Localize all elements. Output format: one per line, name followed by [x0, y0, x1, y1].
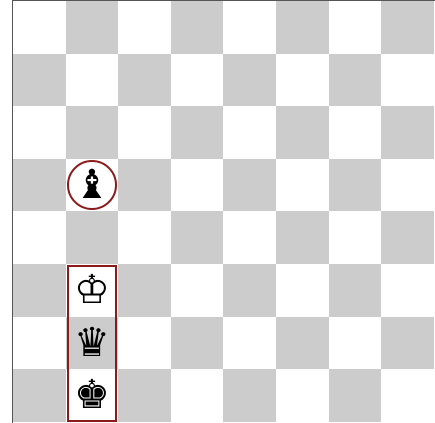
- square-f2[interactable]: [276, 317, 329, 370]
- square-c2[interactable]: [118, 317, 171, 370]
- square-h8[interactable]: [381, 1, 434, 54]
- square-c4[interactable]: [118, 211, 171, 264]
- square-a7[interactable]: [13, 54, 66, 107]
- square-e6[interactable]: [223, 106, 276, 159]
- square-g6[interactable]: [329, 106, 382, 159]
- square-d4[interactable]: [171, 211, 224, 264]
- square-h7[interactable]: [381, 54, 434, 107]
- square-c6[interactable]: [118, 106, 171, 159]
- square-e5[interactable]: [223, 159, 276, 212]
- square-c3[interactable]: [118, 264, 171, 317]
- highlight-rectangle: [67, 265, 118, 422]
- square-d1[interactable]: [171, 369, 224, 422]
- square-b6[interactable]: [66, 106, 119, 159]
- square-f6[interactable]: [276, 106, 329, 159]
- square-e2[interactable]: [223, 317, 276, 370]
- chess-board[interactable]: ♝♔♛♚: [12, 0, 435, 423]
- square-f1[interactable]: [276, 369, 329, 422]
- square-a4[interactable]: [13, 211, 66, 264]
- square-c8[interactable]: [118, 1, 171, 54]
- square-g4[interactable]: [329, 211, 382, 264]
- square-c5[interactable]: [118, 159, 171, 212]
- square-h3[interactable]: [381, 264, 434, 317]
- square-g7[interactable]: [329, 54, 382, 107]
- square-h2[interactable]: [381, 317, 434, 370]
- square-a1[interactable]: [13, 369, 66, 422]
- square-c1[interactable]: [118, 369, 171, 422]
- square-e8[interactable]: [223, 1, 276, 54]
- square-c7[interactable]: [118, 54, 171, 107]
- square-b4[interactable]: [66, 211, 119, 264]
- square-d7[interactable]: [171, 54, 224, 107]
- square-g5[interactable]: [329, 159, 382, 212]
- square-h6[interactable]: [381, 106, 434, 159]
- square-f7[interactable]: [276, 54, 329, 107]
- square-e4[interactable]: [223, 211, 276, 264]
- square-a6[interactable]: [13, 106, 66, 159]
- square-a2[interactable]: [13, 317, 66, 370]
- square-d2[interactable]: [171, 317, 224, 370]
- square-g2[interactable]: [329, 317, 382, 370]
- square-a3[interactable]: [13, 264, 66, 317]
- square-e3[interactable]: [223, 264, 276, 317]
- square-b7[interactable]: [66, 54, 119, 107]
- square-f4[interactable]: [276, 211, 329, 264]
- square-d6[interactable]: [171, 106, 224, 159]
- square-g1[interactable]: [329, 369, 382, 422]
- square-g3[interactable]: [329, 264, 382, 317]
- square-f5[interactable]: [276, 159, 329, 212]
- square-a8[interactable]: [13, 1, 66, 54]
- square-e1[interactable]: [223, 369, 276, 422]
- square-d3[interactable]: [171, 264, 224, 317]
- square-h5[interactable]: [381, 159, 434, 212]
- square-h4[interactable]: [381, 211, 434, 264]
- square-d5[interactable]: [171, 159, 224, 212]
- square-f8[interactable]: [276, 1, 329, 54]
- chess-board-container: ♝♔♛♚: [12, 0, 435, 423]
- square-g8[interactable]: [329, 1, 382, 54]
- square-e7[interactable]: [223, 54, 276, 107]
- square-h1[interactable]: [381, 369, 434, 422]
- square-b8[interactable]: [66, 1, 119, 54]
- square-d8[interactable]: [171, 1, 224, 54]
- square-a5[interactable]: [13, 159, 66, 212]
- square-f3[interactable]: [276, 264, 329, 317]
